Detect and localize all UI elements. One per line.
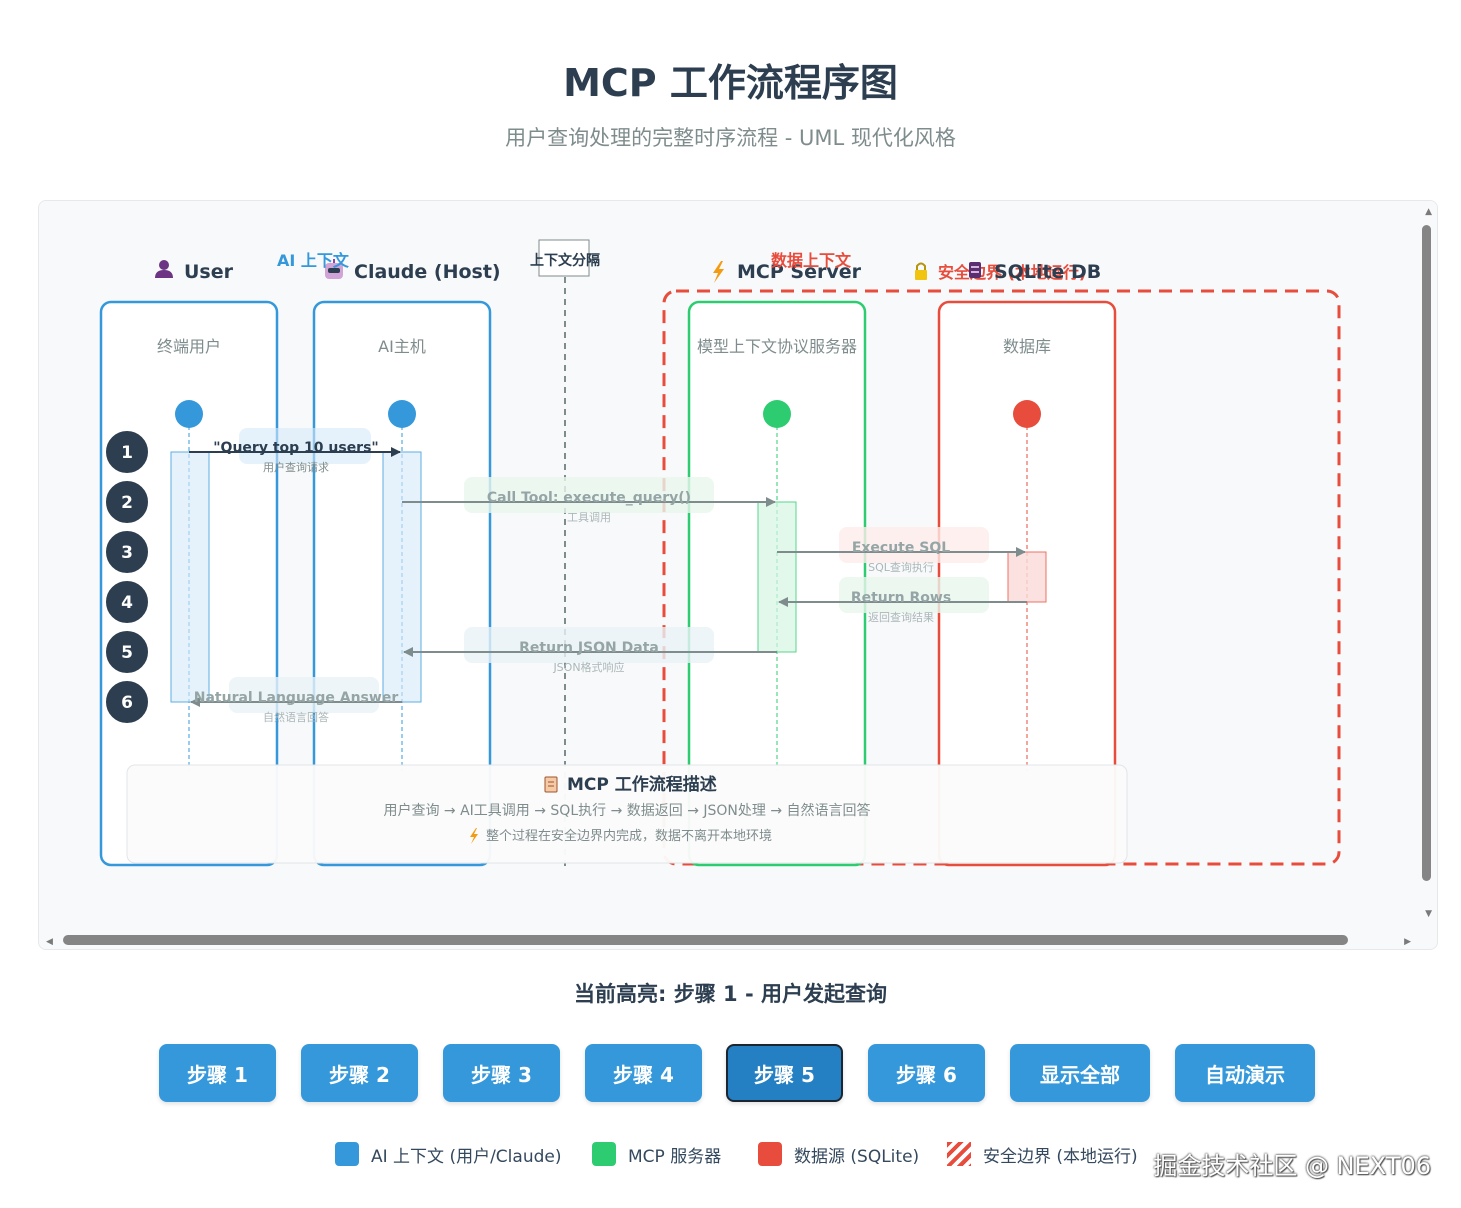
lifeline-head-sqlite: [1013, 400, 1041, 428]
legend-label-data-source: 数据源 (SQLite): [794, 1146, 920, 1167]
step-3-button[interactable]: 步骤 3: [443, 1044, 560, 1102]
lifeline-head-claude: [388, 400, 416, 428]
step-number-1: 1: [121, 443, 133, 463]
legend-swatch-striped: [947, 1142, 971, 1166]
message-label-3: Execute SQL: [852, 540, 950, 556]
workflow-description-title: MCP 工作流程描述: [567, 774, 717, 795]
message-sublabel-1: 用户查询请求: [263, 460, 329, 474]
legend-label-security-boundary: 安全边界 (本地运行): [983, 1146, 1138, 1167]
message-bg-2: [464, 477, 714, 513]
participant-name-user: User: [184, 261, 234, 283]
message-label-4: Return Rows: [851, 590, 951, 606]
vertical-scrollbar-thumb[interactable]: [1422, 225, 1431, 881]
message-sublabel-5: JSON格式响应: [552, 660, 624, 674]
message-bg-5: [464, 627, 714, 663]
legend-swatch-red: [758, 1142, 782, 1166]
diagram-scroll-container[interactable]: 上下文分隔 User Claude (Host) AI 上下文 MCP Serv…: [38, 200, 1438, 950]
robot-icon: [325, 259, 343, 279]
scroll-up-arrow[interactable]: ▲: [1425, 207, 1432, 217]
workflow-description-note: 整个过程在安全边界内完成，数据不离开本地环境: [486, 828, 772, 844]
message-sublabel-6: 自然语言回答: [263, 710, 329, 724]
ai-context-label: AI 上下文: [277, 251, 350, 270]
clipboard-icon: [544, 776, 558, 793]
vertical-scrollbar[interactable]: [1419, 201, 1437, 931]
context-separator-box: [538, 239, 590, 277]
message-label-5: Return JSON Data: [519, 640, 659, 656]
step-number-5: 5: [121, 643, 133, 663]
activation-bar-mcp: [757, 501, 797, 653]
step-number-4: 4: [121, 593, 133, 613]
step-4-button[interactable]: 步骤 4: [585, 1044, 702, 1102]
context-separator-label: 上下文分隔: [530, 252, 600, 269]
step-2-button[interactable]: 步骤 2: [301, 1044, 418, 1102]
participant-desc-mcp: 模型上下文协议服务器: [697, 337, 857, 356]
scroll-right-arrow[interactable]: ▶: [1404, 937, 1411, 947]
message-bg-4: [839, 577, 989, 613]
activation-bar-sqlite: [1007, 551, 1047, 603]
step-number-6: 6: [121, 693, 133, 713]
show-all-button[interactable]: 显示全部: [1010, 1044, 1150, 1102]
step-1-button[interactable]: 步骤 1: [159, 1044, 276, 1102]
participant-name-claude: Claude (Host): [354, 261, 501, 283]
legend-item-security-boundary: 安全边界 (本地运行): [947, 1140, 1138, 1168]
legend-item-mcp-server: MCP 服务器: [592, 1140, 721, 1168]
participant-header-user: User: [155, 260, 234, 283]
step-marker-2[interactable]: 2: [104, 479, 150, 525]
step-number-3: 3: [121, 543, 133, 563]
legend-label-ai-context: AI 上下文 (用户/Claude): [371, 1146, 562, 1167]
horizontal-scrollbar-thumb[interactable]: [63, 935, 1348, 945]
message-label-1: "Query top 10 users": [213, 440, 378, 456]
step-6-button[interactable]: 步骤 6: [868, 1044, 985, 1102]
message-sublabel-4: 返回查询结果: [868, 610, 934, 624]
step-marker-5[interactable]: 5: [104, 629, 150, 675]
lock-icon: [915, 262, 927, 280]
participant-name-sqlite: SQLite DB: [994, 261, 1101, 283]
step-number-2: 2: [121, 493, 133, 513]
scroll-down-arrow[interactable]: ▼: [1425, 909, 1432, 919]
legend-item-data-source: 数据源 (SQLite): [758, 1140, 919, 1168]
legend-label-mcp-server: MCP 服务器: [628, 1146, 722, 1167]
participant-desc-user: 终端用户: [157, 337, 221, 356]
lifeline-head-user: [175, 400, 203, 428]
legend-swatch-blue: [335, 1142, 359, 1166]
workflow-description-flow: 用户查询 → AI工具调用 → SQL执行 → 数据返回 → JSON处理 → …: [383, 802, 870, 819]
scroll-left-arrow[interactable]: ◀: [46, 937, 53, 947]
message-bg-3: [839, 527, 989, 563]
note-lightning-icon: [470, 828, 478, 844]
watermark: 掘金技术社区 @ NEXT06: [1153, 1152, 1431, 1180]
workflow-description-panel: MCP 工作流程描述 用户查询 → AI工具调用 → SQL执行 → 数据返回 …: [126, 764, 1128, 864]
step-marker-3[interactable]: 3: [104, 529, 150, 575]
step-marker-4[interactable]: 4: [104, 579, 150, 625]
legend-swatch-green: [592, 1142, 616, 1166]
message-sublabel-3: SQL查询执行: [868, 560, 934, 574]
user-icon: [155, 260, 173, 278]
message-label-6: Natural Language Answer: [194, 690, 399, 706]
activation-bar-user: [170, 451, 210, 703]
auto-demo-button[interactable]: 自动演示: [1175, 1044, 1315, 1102]
message-bg-1: [239, 428, 371, 464]
current-highlight-status: 当前高亮: 步骤 1 - 用户发起查询: [574, 982, 887, 1006]
participant-header-claude: Claude (Host): [325, 259, 501, 283]
lightning-icon: [713, 261, 724, 283]
message-bg-6: [229, 677, 379, 713]
step-5-button[interactable]: 步骤 5: [726, 1044, 843, 1102]
participant-header-mcp: MCP Server: [713, 261, 862, 283]
lifeline-head-mcp: [763, 400, 791, 428]
message-label-2: Call Tool: execute_query(): [487, 490, 691, 506]
page-title: MCP 工作流程序图: [563, 61, 898, 105]
legend-item-ai-context: AI 上下文 (用户/Claude): [335, 1140, 561, 1168]
page-subtitle: 用户查询处理的完整时序流程 - UML 现代化风格: [505, 126, 956, 150]
message-sublabel-2: 工具调用: [567, 511, 611, 524]
step-marker-1[interactable]: 1: [104, 429, 150, 475]
activation-bar-claude: [382, 451, 422, 703]
database-icon: [969, 262, 981, 278]
step-marker-6[interactable]: 6: [104, 679, 150, 725]
participant-header-sqlite: SQLite DB: [969, 261, 1101, 283]
participant-name-mcp: MCP Server: [737, 261, 862, 283]
data-context-label: 数据上下文: [771, 251, 852, 270]
participant-desc-claude: AI主机: [378, 337, 426, 356]
participant-desc-sqlite: 数据库: [1003, 337, 1051, 356]
sequence-diagram: 上下文分隔 User Claude (Host) AI 上下文 MCP Serv…: [99, 239, 1341, 871]
